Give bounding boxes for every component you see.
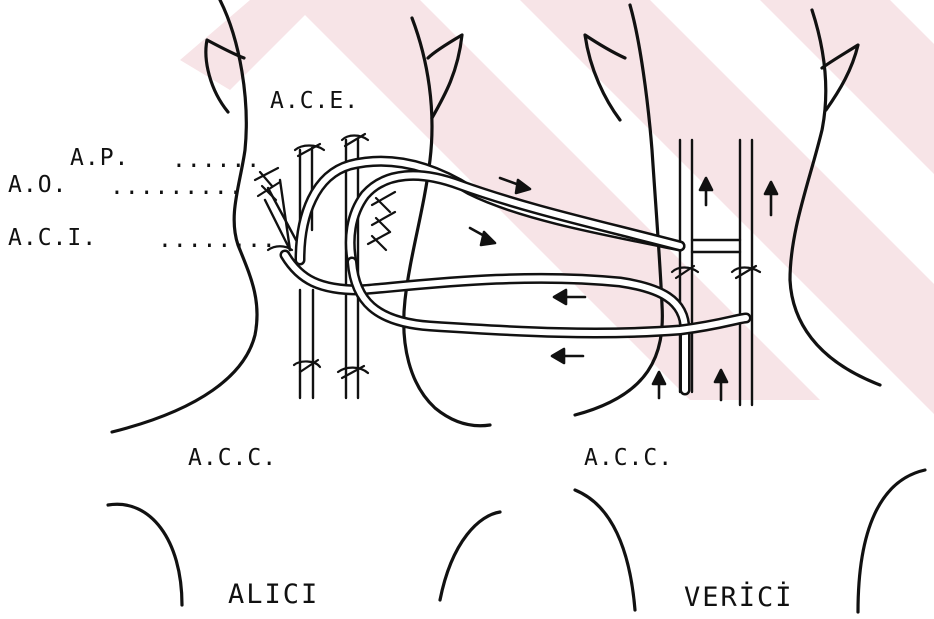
receiver-carotid-vessels	[265, 140, 358, 398]
arrow-left-1	[554, 290, 585, 304]
arrow-left-2	[552, 349, 583, 363]
label-acc-left: A.C.C.	[188, 445, 277, 471]
arrow-up-3	[653, 372, 665, 398]
label-ap: A.P.	[70, 145, 129, 171]
label-ace: A.C.E.	[270, 88, 359, 114]
label-acc-right: A.C.C.	[584, 445, 673, 471]
label-receiver: ALICI	[228, 579, 319, 610]
label-ao: A.O.	[8, 172, 67, 198]
label-donor: VERİCİ	[684, 581, 794, 613]
label-aci: A.C.I.	[8, 225, 97, 251]
leader-aci: ........	[158, 227, 277, 253]
arrow-right-2	[470, 228, 495, 245]
leader-ap: ......	[172, 147, 261, 173]
leader-ao: .........	[110, 174, 244, 200]
